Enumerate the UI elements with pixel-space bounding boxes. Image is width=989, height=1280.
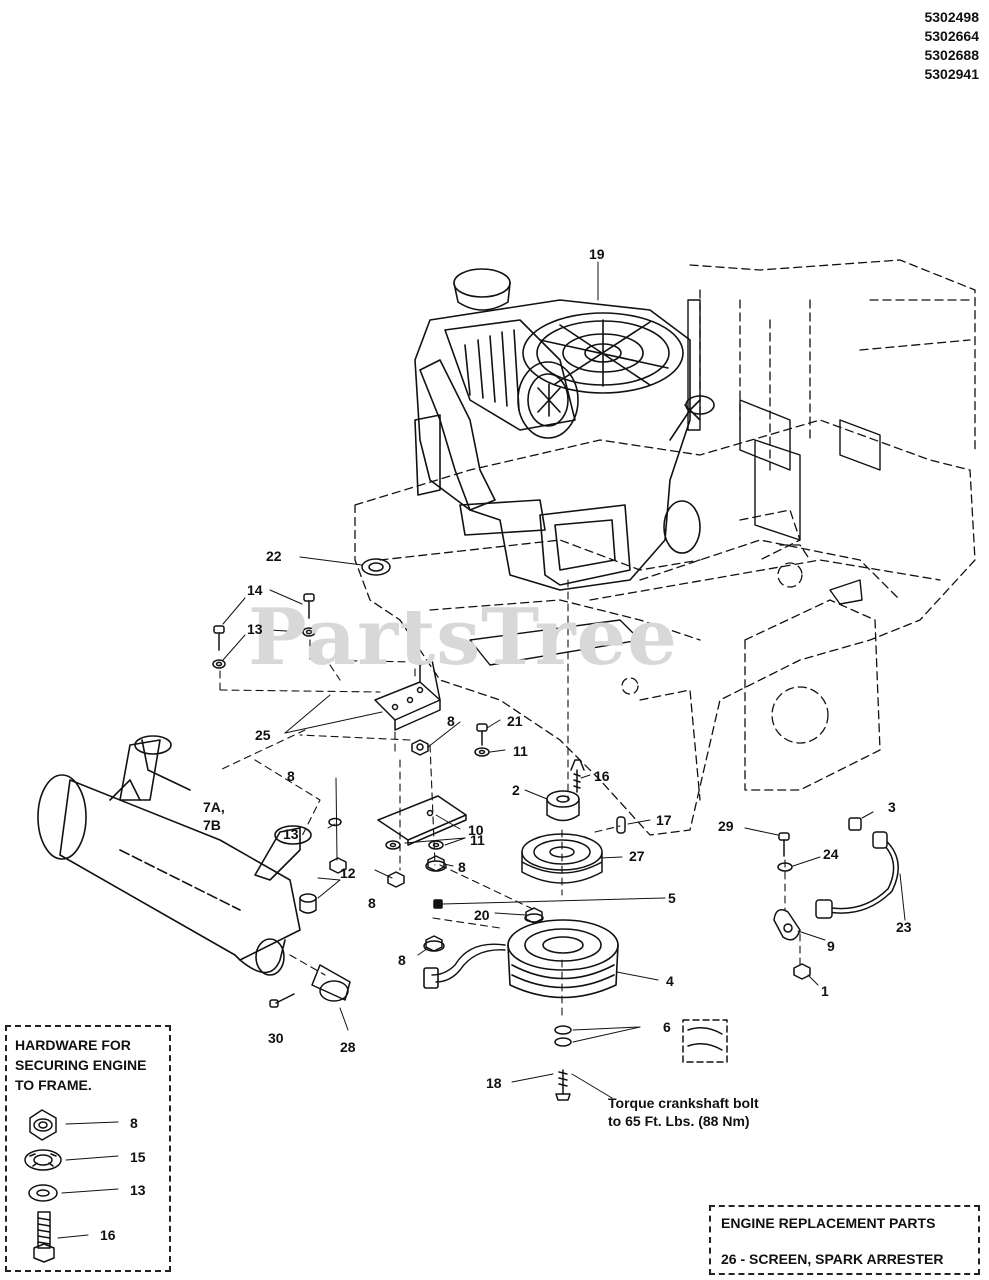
washer-11b bbox=[385, 837, 466, 850]
callout-22: 22 bbox=[266, 548, 282, 564]
callout-2: 2 bbox=[512, 782, 520, 798]
bolt-18 bbox=[511, 1069, 613, 1101]
engine-19 bbox=[414, 268, 715, 591]
hardware-item-number: 16 bbox=[100, 1227, 116, 1243]
key-17 bbox=[616, 816, 626, 834]
callout-13: 13 bbox=[247, 621, 263, 637]
spacer-12 bbox=[299, 877, 341, 914]
bolt-16 bbox=[570, 759, 585, 793]
callout-11: 11 bbox=[513, 743, 528, 759]
callout-29: 29 bbox=[718, 818, 734, 834]
nut-8a bbox=[411, 739, 429, 756]
nut-8e bbox=[423, 935, 445, 952]
part-number: 5302664 bbox=[924, 28, 979, 44]
callout-13: 13 bbox=[283, 826, 299, 842]
hardware-legend-box: HARDWARE FOR SECURING ENGINE TO FRAME. 8… bbox=[5, 1025, 171, 1272]
callout-27: 27 bbox=[629, 848, 645, 864]
callout-9: 9 bbox=[827, 938, 835, 954]
hardware-legend-title: HARDWARE FOR SECURING ENGINE TO FRAME. bbox=[15, 1037, 147, 1093]
hardware-item-number: 8 bbox=[130, 1115, 138, 1131]
callout-21: 21 bbox=[507, 713, 523, 729]
clamp-9 bbox=[773, 909, 826, 941]
spacer-2 bbox=[546, 790, 580, 822]
callout-18: 18 bbox=[486, 1075, 502, 1091]
washer-11a bbox=[474, 747, 490, 757]
bracket-25 bbox=[284, 659, 441, 734]
callout-3: 3 bbox=[888, 799, 896, 815]
callout-14: 14 bbox=[247, 582, 263, 598]
callout-7ab: 7A, 7B bbox=[203, 799, 225, 833]
hardware-box-icons bbox=[24, 1109, 119, 1263]
fitting-3 bbox=[848, 811, 874, 831]
screw-30 bbox=[269, 993, 295, 1008]
callout-8: 8 bbox=[398, 952, 406, 968]
washer-24 bbox=[777, 856, 821, 872]
part-number: 5302498 bbox=[924, 9, 979, 25]
callout-28: 28 bbox=[340, 1039, 356, 1055]
callout-8: 8 bbox=[458, 859, 466, 875]
leader-lines-14-13 bbox=[222, 589, 303, 661]
engine-replacement-box: ENGINE REPLACEMENT PARTS 26 - SCREEN, SP… bbox=[709, 1205, 980, 1275]
frame-solid-details bbox=[469, 299, 881, 666]
spark-arrester-28 bbox=[311, 964, 351, 1031]
callout-16: 16 bbox=[594, 768, 610, 784]
plate-10 bbox=[377, 795, 467, 846]
bolt-29 bbox=[744, 827, 790, 857]
hose-23 bbox=[815, 831, 906, 921]
callout-24: 24 bbox=[823, 846, 839, 862]
callout-8: 8 bbox=[447, 713, 455, 729]
pulley-27 bbox=[521, 833, 603, 884]
mower-frame-outline bbox=[354, 259, 976, 836]
bolt-14a bbox=[303, 593, 315, 619]
callout-4: 4 bbox=[666, 973, 674, 989]
callout-25: 25 bbox=[255, 727, 271, 743]
muffler-7 bbox=[37, 735, 312, 976]
bolt-14b bbox=[213, 625, 225, 651]
callout-5: 5 bbox=[668, 890, 676, 906]
callout-19: 19 bbox=[589, 246, 605, 262]
grommet-22 bbox=[299, 556, 391, 576]
part-number: 5302688 bbox=[924, 47, 979, 63]
part-number-list: 5302498 5302664 5302688 5302941 bbox=[924, 8, 979, 84]
hardware-item-number: 15 bbox=[130, 1149, 146, 1165]
callout-8: 8 bbox=[287, 768, 295, 784]
nut-8b bbox=[329, 857, 347, 874]
callout-8: 8 bbox=[368, 895, 376, 911]
leader-lines bbox=[327, 261, 819, 986]
torque-note: Torque crankshaft bolt to 65 Ft. Lbs. (8… bbox=[608, 1095, 759, 1129]
setscrew-5 bbox=[433, 899, 443, 909]
callout-6: 6 bbox=[663, 1019, 671, 1035]
engine-replacement-title: ENGINE REPLACEMENT PARTS bbox=[721, 1215, 936, 1231]
washer-13c bbox=[328, 817, 342, 827]
alignment-lines bbox=[219, 579, 801, 1021]
washer-13a bbox=[302, 627, 316, 637]
callout-23: 23 bbox=[896, 919, 912, 935]
callout-11: 11 bbox=[470, 832, 485, 848]
callout-30: 30 bbox=[268, 1030, 284, 1046]
callout-17: 17 bbox=[656, 812, 672, 828]
callout-1: 1 bbox=[821, 983, 829, 999]
shim-6 bbox=[554, 1019, 728, 1063]
washer-13b bbox=[212, 659, 226, 669]
nut-20 bbox=[524, 907, 544, 924]
callout-12: 12 bbox=[340, 865, 356, 881]
callout-20: 20 bbox=[474, 907, 490, 923]
callout-10: 10 bbox=[468, 822, 484, 838]
nut-1 bbox=[793, 963, 811, 980]
engine-replacement-item: 26 - SCREEN, SPARK ARRESTER bbox=[721, 1251, 944, 1267]
hardware-item-number: 13 bbox=[130, 1182, 146, 1198]
part-number: 5302941 bbox=[924, 66, 979, 82]
nut-8d bbox=[425, 855, 447, 872]
clutch-4 bbox=[423, 919, 619, 999]
watermark: PartsTree bbox=[248, 592, 678, 683]
bolt-21 bbox=[476, 723, 488, 746]
nut-8c bbox=[387, 871, 405, 888]
